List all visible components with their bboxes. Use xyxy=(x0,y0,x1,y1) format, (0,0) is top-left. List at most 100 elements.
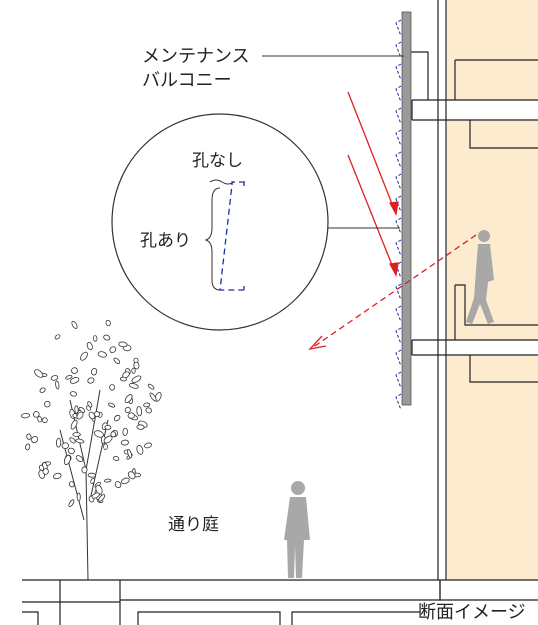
louver-tick xyxy=(395,129,402,147)
tree-leaf xyxy=(120,439,129,446)
caption-label: 断面イメージ xyxy=(418,602,526,623)
balcony-label-1: メンテナンス xyxy=(142,46,250,67)
tree-leaf xyxy=(68,481,75,488)
tree-leaf xyxy=(95,484,103,495)
tree-leaf xyxy=(74,405,79,414)
person-phone-icon xyxy=(284,481,310,578)
building-structure xyxy=(405,0,538,580)
tree-leaf xyxy=(81,466,88,474)
tree-leaf xyxy=(124,394,133,404)
louver-tick xyxy=(395,349,402,367)
with-holes-label: 孔あり xyxy=(140,231,191,251)
louver-tick xyxy=(395,151,402,169)
tree-leaf xyxy=(61,442,69,450)
tree-leaf xyxy=(32,411,40,418)
louver-tick xyxy=(395,239,402,257)
tree-leaf xyxy=(76,411,84,420)
tree-leaf xyxy=(80,351,88,361)
tree-icon xyxy=(20,319,162,581)
louver-tick xyxy=(395,305,402,323)
tree-leaf xyxy=(131,375,142,383)
tree-leaf xyxy=(114,481,122,489)
tree-leaf xyxy=(31,435,39,444)
tree-leaf xyxy=(93,411,101,418)
tree-leaf xyxy=(37,416,43,423)
tree-leaf xyxy=(72,432,81,437)
no-holes-label: 孔なし xyxy=(192,151,243,171)
tree-leaf xyxy=(68,499,75,508)
tree-leaf xyxy=(136,406,143,417)
tree-leaf xyxy=(41,417,48,424)
tree-leaf xyxy=(92,335,98,342)
tree-leaf xyxy=(67,447,75,455)
tree-leaf xyxy=(26,433,32,440)
tree-leaf xyxy=(113,456,120,461)
detail-callout xyxy=(111,113,400,331)
tree-leaf xyxy=(55,380,60,390)
tree-leaf xyxy=(136,424,145,430)
sun-ray-arrows xyxy=(347,91,399,277)
tree-leaf xyxy=(103,334,111,341)
tree-leaf xyxy=(69,437,76,444)
tree-leaf xyxy=(70,391,77,397)
louver-tick xyxy=(395,327,402,345)
louver-facade xyxy=(395,11,412,411)
tree-leaf xyxy=(109,384,116,391)
tree-leaf xyxy=(71,367,78,374)
tree-leaf xyxy=(104,478,112,483)
tree-leaf xyxy=(86,342,93,351)
tree-leaf xyxy=(87,472,96,478)
tree-leaf xyxy=(104,424,112,430)
balcony-label-2: バルコニー xyxy=(142,70,232,91)
tree-leaf xyxy=(103,435,113,444)
louver-tick xyxy=(395,217,402,235)
louver-tick xyxy=(395,107,402,125)
tree-leaf xyxy=(127,448,133,459)
sight-line-arrow xyxy=(308,234,477,351)
tree-leaf xyxy=(144,442,152,449)
tree-leaf xyxy=(133,361,140,370)
tree-leaf xyxy=(65,374,73,380)
tree-leaf xyxy=(97,351,107,358)
tree-leaf xyxy=(53,472,62,480)
louver-tick xyxy=(395,173,402,191)
tree-leaf xyxy=(127,471,136,480)
tree-leaf xyxy=(131,367,136,374)
tree-leaf xyxy=(75,438,85,444)
tree-leaf xyxy=(147,383,155,390)
tree-leaf xyxy=(55,437,62,448)
tree-leaf xyxy=(127,412,135,419)
tree-leaf xyxy=(105,319,111,327)
louver-tick xyxy=(395,371,402,389)
tree-leaf xyxy=(119,376,127,382)
louver-tick xyxy=(395,195,402,213)
tree-leaf xyxy=(136,445,144,455)
tree-leaf xyxy=(124,406,131,414)
tree-leaf xyxy=(122,427,128,436)
tree-leaf xyxy=(113,414,121,422)
tree-leaf xyxy=(128,383,139,389)
louver-tick xyxy=(395,85,402,103)
tree-leaf xyxy=(63,454,71,465)
tree-leaf xyxy=(86,405,91,411)
tree-leaf xyxy=(54,334,61,340)
tree-leaf xyxy=(44,401,51,408)
tree-leaf xyxy=(87,377,95,384)
louver-tick xyxy=(395,63,402,81)
tree-leaf xyxy=(108,402,116,408)
tree-leaf xyxy=(98,494,106,502)
tree-leaf xyxy=(34,369,44,378)
tree-leaf xyxy=(50,375,59,381)
tree-leaf xyxy=(76,492,81,502)
tree-leaf xyxy=(42,468,49,475)
person-walking-icon xyxy=(466,230,494,324)
louver-tick xyxy=(395,393,402,411)
tree-leaf xyxy=(143,402,151,408)
louver-tick xyxy=(395,283,402,301)
tree-leaf xyxy=(70,419,78,430)
tree-leaf xyxy=(69,377,80,384)
tree-leaf xyxy=(110,431,117,438)
louver-tick xyxy=(395,19,402,37)
courtyard-label: 通り庭 xyxy=(168,515,219,535)
